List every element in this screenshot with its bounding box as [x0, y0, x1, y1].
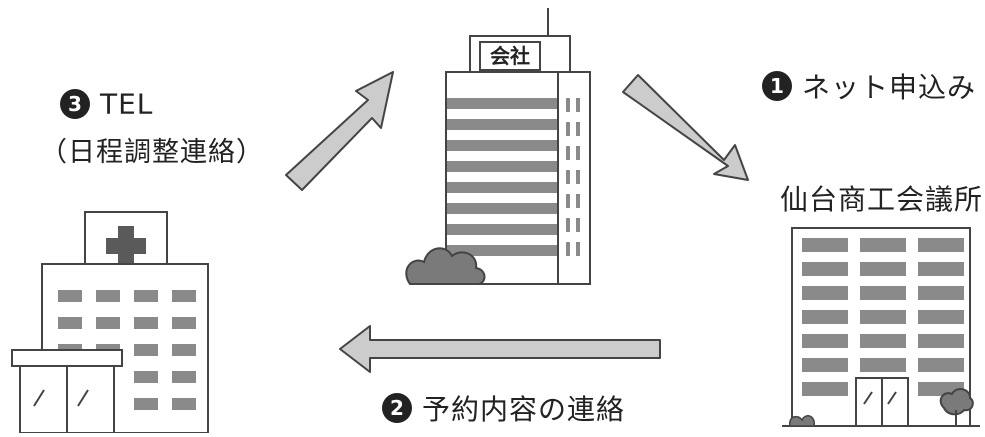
- hospital-window: [134, 344, 158, 356]
- chamber-window: [802, 238, 848, 252]
- hospital-window: [134, 398, 158, 410]
- hospital-window: [172, 398, 196, 410]
- chamber-window: [918, 334, 964, 348]
- chamber-window: [802, 286, 848, 300]
- company-floor-window: [447, 140, 557, 151]
- chamber-window: [918, 262, 964, 276]
- company-floor-window: [447, 224, 557, 235]
- company-floor-window: [447, 161, 557, 172]
- company-sign: 会社: [490, 44, 530, 68]
- step-3-note: （日程調整連絡）: [40, 137, 264, 168]
- chamber-tree: [939, 388, 974, 416]
- company-floor-window: [447, 119, 557, 130]
- chamber-window: [918, 238, 964, 252]
- company-side-window: [576, 194, 580, 208]
- chamber-window: [860, 358, 906, 372]
- chamber-window: [802, 334, 848, 348]
- chamber-window: [802, 262, 848, 276]
- company-side-window: [576, 242, 580, 256]
- chamber-window: [918, 310, 964, 324]
- step-2-number: 2: [382, 393, 412, 423]
- company-building: 会社: [445, 8, 591, 285]
- chamber-window: [860, 238, 906, 252]
- company-sign-box: [479, 41, 541, 71]
- hospital-window: [58, 317, 82, 329]
- hospital-building: [11, 211, 209, 434]
- hospital-window: [172, 290, 196, 302]
- step-1-text: ネット申込み: [802, 71, 977, 104]
- hospital-window: [96, 317, 120, 329]
- company-side-window: [566, 194, 570, 208]
- chamber-name-label: 仙台商工会議所: [780, 183, 984, 216]
- company-side-window: [566, 170, 570, 184]
- chamber-building: [782, 227, 980, 427]
- arrow-company-to-chamber: [622, 74, 749, 181]
- company-floor-window: [447, 182, 557, 193]
- chamber-window: [860, 286, 906, 300]
- chamber-window: [802, 310, 848, 324]
- hospital-window: [134, 317, 158, 329]
- company-side-window: [566, 146, 570, 160]
- chamber-window: [802, 358, 848, 372]
- hospital-window: [134, 290, 158, 302]
- chamber-window: [918, 358, 964, 372]
- hospital-window: [96, 290, 120, 302]
- hospital-window: [172, 344, 196, 356]
- hospital-window: [134, 371, 158, 383]
- company-side-window: [566, 98, 570, 112]
- company-side-window: [566, 122, 570, 136]
- step-1-label: 1 ネット申込み: [762, 66, 976, 106]
- step-3-text: TEL: [100, 87, 154, 121]
- hospital-window: [172, 371, 196, 383]
- step-3-label: 3 TEL: [60, 86, 153, 121]
- company-floor-window: [447, 203, 557, 214]
- step-3-number: 3: [60, 89, 90, 119]
- company-floor-window: [447, 98, 557, 109]
- company-bush: [405, 247, 486, 285]
- hospital-window: [172, 317, 196, 329]
- chamber-window: [860, 334, 906, 348]
- step-1-number: 1: [762, 71, 792, 101]
- chamber-window: [918, 286, 964, 300]
- arrow-chamber-to-hospital: [339, 325, 661, 373]
- cross-icon: [106, 226, 146, 266]
- chamber-window: [860, 262, 906, 276]
- chamber-window: [860, 310, 906, 324]
- chamber-window: [802, 382, 848, 396]
- company-side-window: [576, 146, 580, 160]
- hospital-window: [58, 290, 82, 302]
- company-floor-window: [447, 245, 557, 256]
- company-side-window: [566, 218, 570, 232]
- step-2-label: 2 予約内容の連絡: [382, 388, 625, 428]
- arrow-hospital-to-company: [285, 71, 394, 191]
- company-side-window: [566, 242, 570, 256]
- company-side-window: [576, 122, 580, 136]
- company-side-window: [576, 170, 580, 184]
- company-side-window: [576, 218, 580, 232]
- step-2-text: 予約内容の連絡: [422, 393, 626, 426]
- company-side-window: [576, 98, 580, 112]
